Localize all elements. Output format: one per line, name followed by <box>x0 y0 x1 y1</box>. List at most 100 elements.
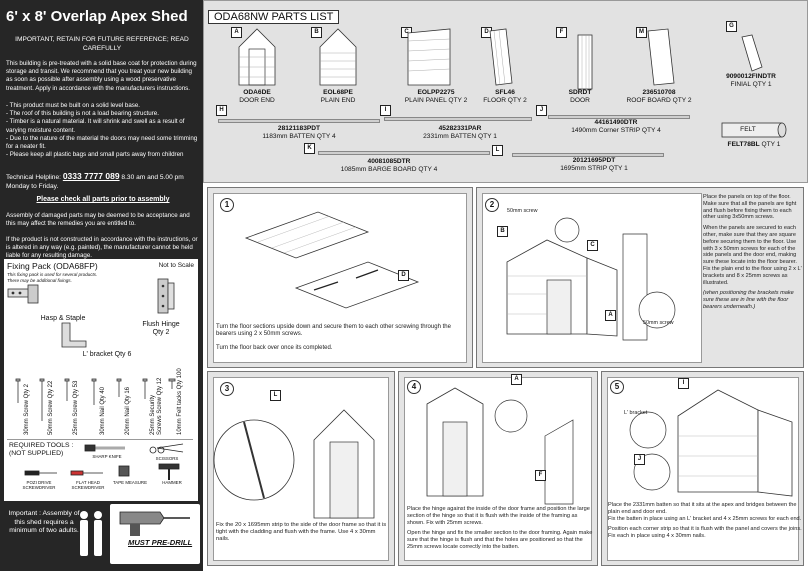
screw-callout: 50mm screw <box>507 208 538 214</box>
step-4-panel: 4 A F Place the hinge against the inside… <box>398 371 598 566</box>
part-name: DOOR END <box>239 96 275 104</box>
roof-board-icon <box>647 28 675 86</box>
part-code: 45282331PAR <box>438 125 482 132</box>
step-3-text: Fix the 20 x 1695mm strip to the side of… <box>216 522 387 542</box>
parts-title: ODA68NW PARTS LIST <box>208 10 340 24</box>
screw-label: 25mm Security Screws Screw Qty 12 <box>150 377 163 435</box>
part-code: 9090012FINDTR <box>726 73 776 80</box>
step-3-panel: 3 L Fix the 20 x 1695mm strip to the sid… <box>207 371 395 566</box>
part-code: EOL68PE <box>323 89 353 96</box>
part-code: 28121183PDT <box>277 125 321 132</box>
part-name: PLAIN END <box>320 96 356 104</box>
batten-bar <box>218 119 380 123</box>
part-name: FINIAL QTY 1 <box>730 80 772 88</box>
part-name: DOOR <box>570 96 590 104</box>
instruction: Turn the floor sections upside down and … <box>216 324 451 338</box>
helpline-number[interactable]: 0333 7777 089 <box>62 171 120 181</box>
part-letter: J <box>536 105 547 116</box>
flush-hinge-icon <box>157 278 175 314</box>
part-letter: J <box>634 454 645 465</box>
part-name: ROOF BOARD QTY 2 <box>626 96 692 104</box>
tools-illustration <box>24 443 184 480</box>
part-letter: M <box>636 27 647 38</box>
tools-title: REQUIRED TOOLS : (NOT SUPPLIED) <box>9 442 74 457</box>
instruction: Place the panels on top of the floor. Ma… <box>703 194 797 221</box>
helpline-label: Technical Helpline: <box>6 174 61 181</box>
notes-list: - This product must be built on a solid … <box>6 102 200 159</box>
instruction: (when positioning the brackets make sure… <box>703 290 794 310</box>
part-name: 1085mm BARGE BOARD QTY 4 <box>340 165 438 173</box>
part-code: SFL46 <box>495 89 515 96</box>
step-1-text: Turn the floor sections upside down and … <box>216 324 466 352</box>
intro-text: This building is pre-treated with a soli… <box>6 60 197 92</box>
plain-end-icon <box>319 28 357 86</box>
plain-panel-icon <box>407 28 451 86</box>
tool-label: POZI DRIVE SCREWDRIVER <box>22 480 56 490</box>
not-to-scale: Not to Scale <box>158 262 194 269</box>
part-code: EOLPP2275 <box>417 89 455 96</box>
step-number: 1 <box>220 198 234 212</box>
part-code: 44161490DTR <box>594 119 638 126</box>
helpline: Technical Helpline: 0333 7777 089 8.30 a… <box>6 172 200 191</box>
part-letter: D <box>398 270 409 281</box>
screw-label: 10mm Felt tacks Qty 100 <box>177 368 183 435</box>
damage-notice: Assembly of damaged parts may be deemed … <box>6 212 190 228</box>
step-1-panel: 1 D Turn the floor sections upside down … <box>207 187 473 368</box>
construct-notice: If the product is not constructed in acc… <box>6 236 198 260</box>
fixing-note: This fixing pack is used for several pro… <box>7 272 98 277</box>
part-letter: A <box>605 310 616 321</box>
fixing-subtitle: This fixing pack is used for several pro… <box>7 272 97 283</box>
part-code: 20121695PDT <box>572 157 616 164</box>
part-letter: B <box>311 27 322 38</box>
note-item: - This product must be built on a solid … <box>6 102 141 109</box>
step-number: 5 <box>610 380 624 394</box>
step-5-text: Place the 2331mm batten so that it sits … <box>608 502 802 540</box>
predrill-panel: MUST PRE-DRILL <box>110 504 200 564</box>
instruction: Open the hinge and fix the smaller secti… <box>407 530 593 550</box>
screw-label: 30mm Screw Qty 2 <box>24 383 30 435</box>
batten-fitting-illustration <box>629 389 793 497</box>
two-people-icon <box>80 511 102 556</box>
corner-strip-bar <box>548 115 690 119</box>
instruction: Place the 2331mm batten so that it sits … <box>608 502 797 515</box>
part-letter: K <box>304 143 315 154</box>
part-letter: F <box>556 27 567 38</box>
tool-label: HAMMER <box>162 480 182 485</box>
finial-icon <box>741 34 763 72</box>
fixing-note: There may be additional fixings. <box>7 277 72 283</box>
two-adults-notice: Important : Assembly of this shed requir… <box>8 510 80 534</box>
part-code: 40081085DTR <box>367 158 411 165</box>
helpline-hours: 8.30 am and 5.00 pm Monday to Friday. <box>6 174 184 190</box>
info-column: 6' x 8' Overlap Apex Shed IMPORTANT, RET… <box>0 0 203 571</box>
part-letter: F <box>535 470 546 481</box>
screws-illustration <box>15 378 176 421</box>
part-code: 236510708 <box>642 89 676 96</box>
retain-notice: IMPORTANT, RETAIN FOR FUTURE REFERENCE; … <box>15 36 189 52</box>
tool-label: FLAT HEAD SCREWDRIVER <box>71 480 105 490</box>
instruction: Turn the floor back over once its comple… <box>216 344 333 351</box>
note-item: - Timber is a natural material. It will … <box>6 118 185 134</box>
barge-board-bar <box>318 151 490 155</box>
l-bracket-icon <box>61 322 87 348</box>
step-2-text: Place the panels on top of the floor. Ma… <box>703 194 802 311</box>
part-name: 2331mm BATTEN QTY 1 <box>423 132 497 140</box>
part-letter: H <box>216 105 227 116</box>
instruction: Fix the batten in place using an L' brac… <box>608 515 802 522</box>
part-code: FELT78BL <box>727 141 760 148</box>
part-letter: B <box>497 226 508 237</box>
batten-bar <box>384 117 532 121</box>
note-item: - Please keep all plastic bags and small… <box>6 151 184 159</box>
part-letter: C <box>587 240 598 251</box>
part-code: SDRDT <box>568 89 592 96</box>
step-number: 3 <box>220 382 234 396</box>
strip-bar <box>512 153 664 157</box>
door-end-icon <box>238 28 276 86</box>
